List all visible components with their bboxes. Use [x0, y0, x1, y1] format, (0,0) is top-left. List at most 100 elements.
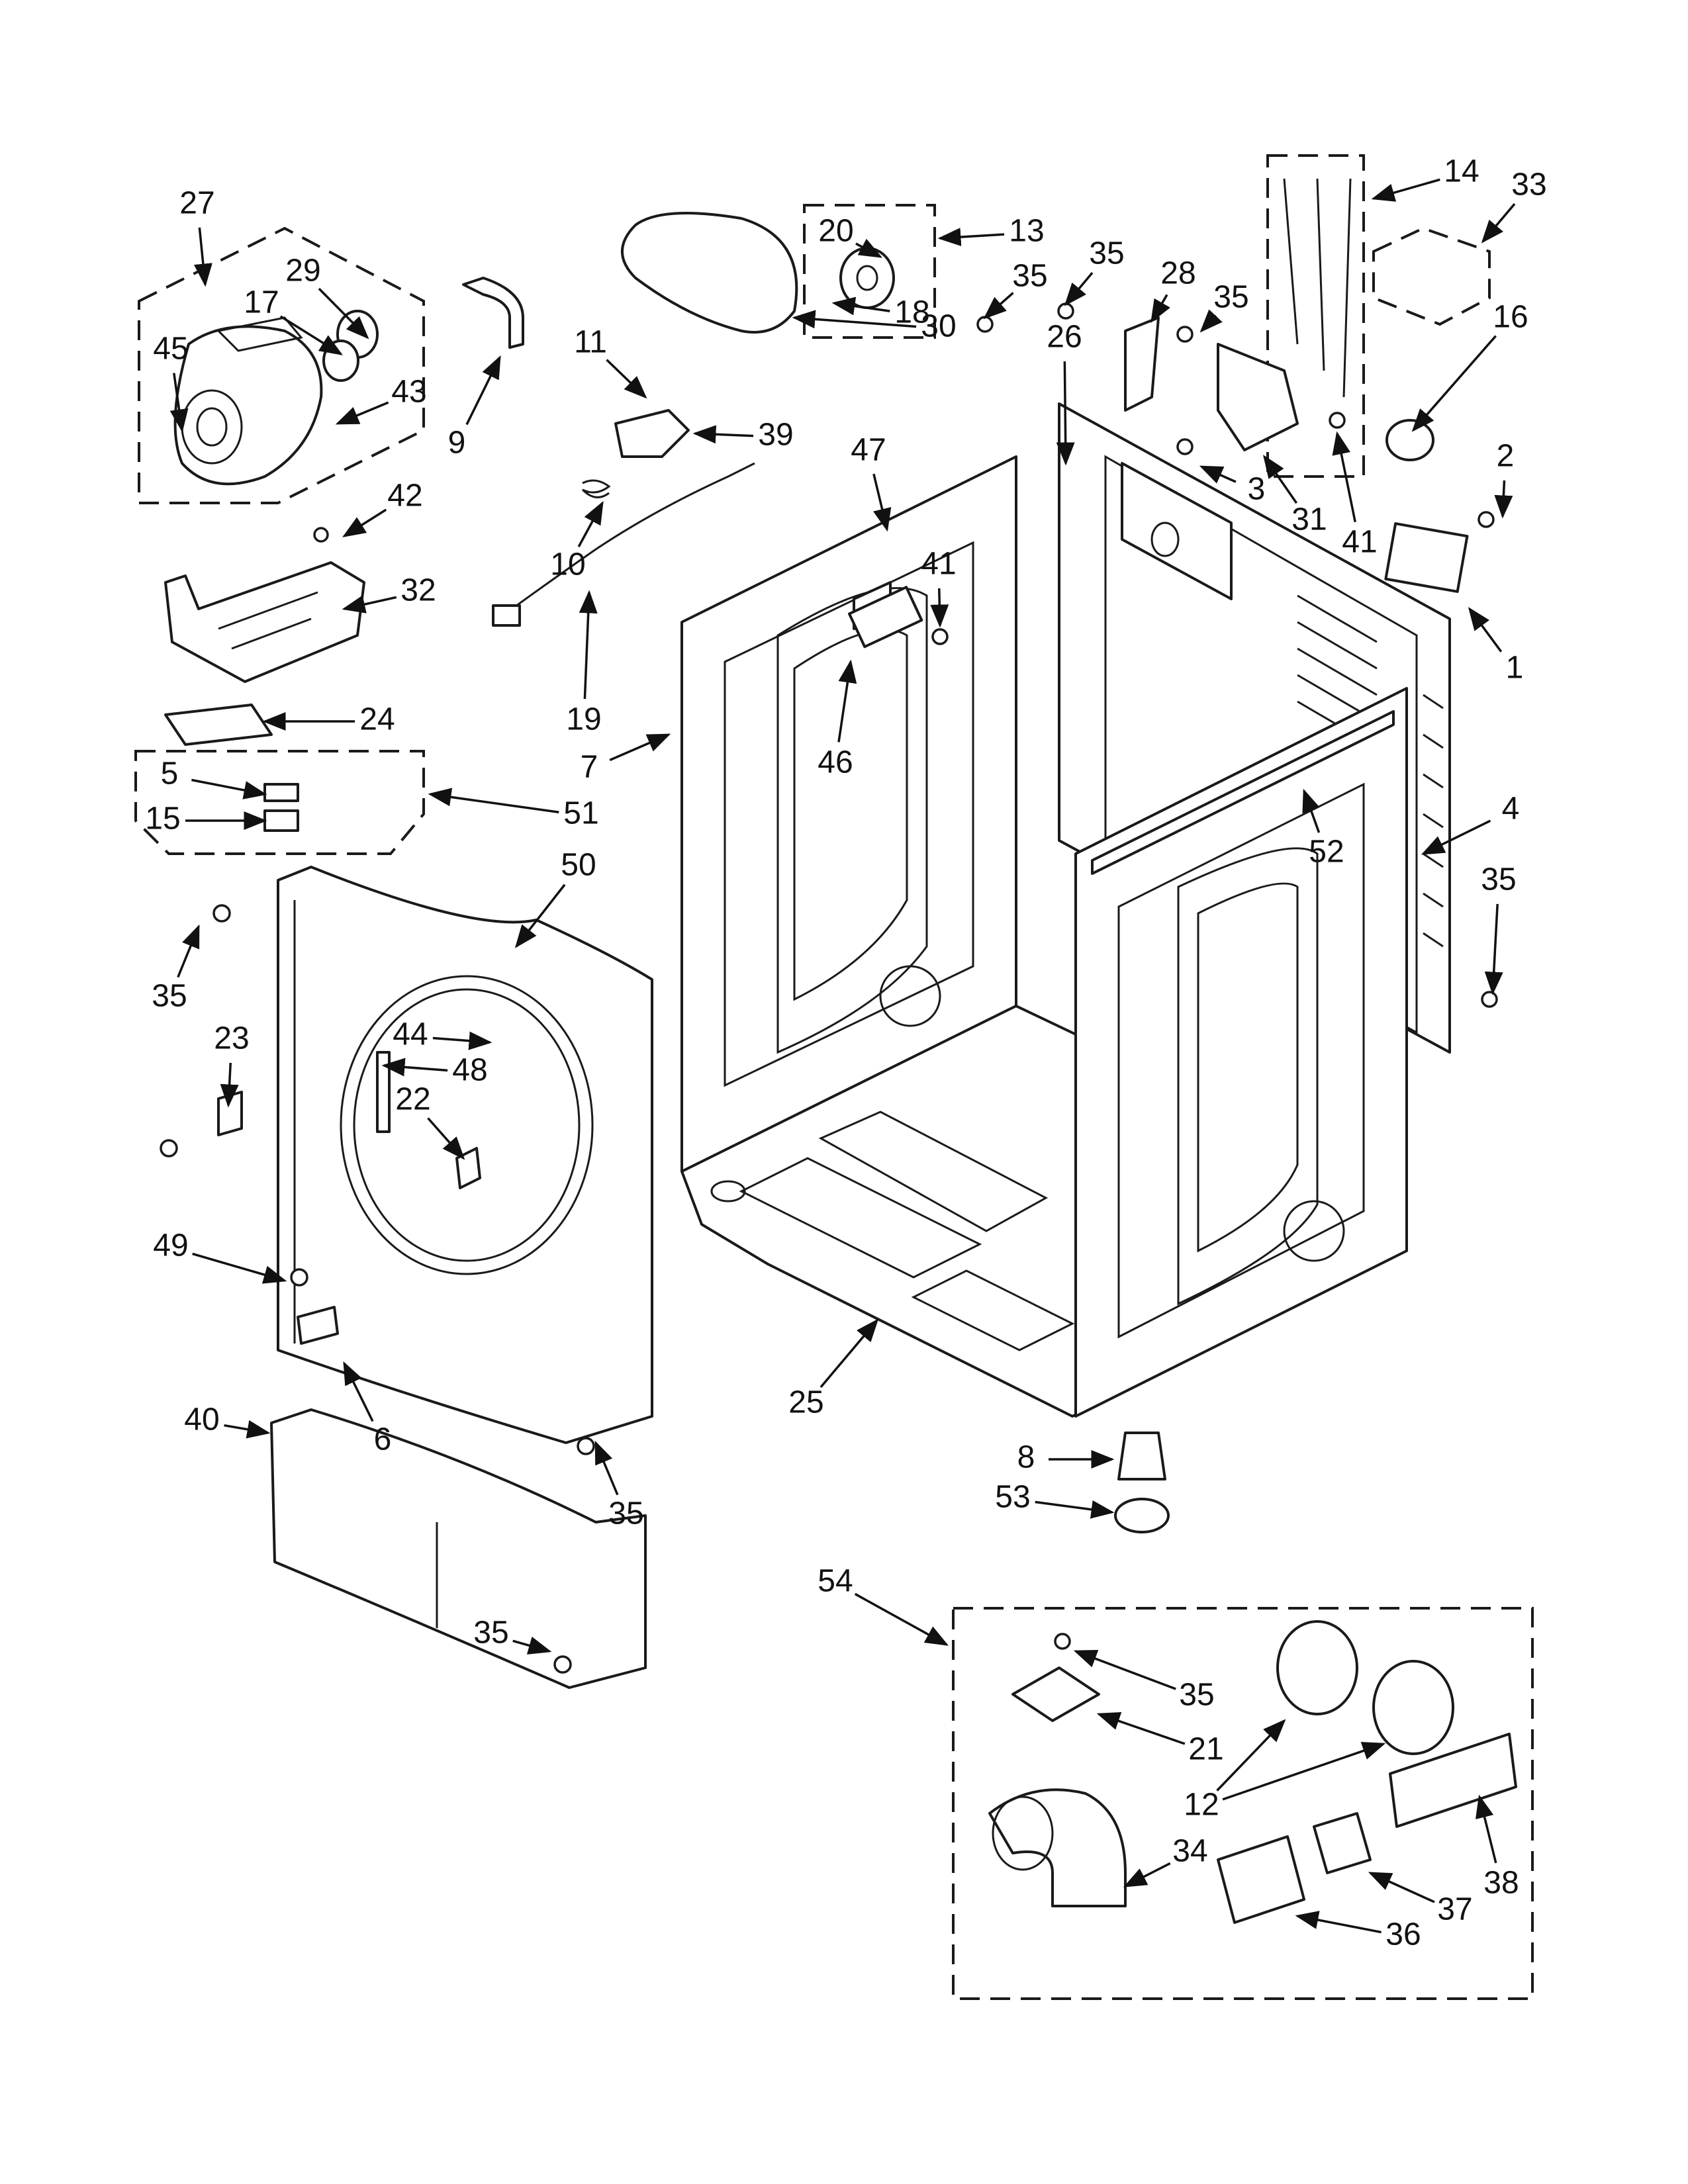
control-bracket: [847, 586, 923, 649]
callout-34: 34: [1172, 1834, 1207, 1869]
leader-line-21: [1096, 1712, 1186, 1745]
leader-line-30: [792, 310, 917, 329]
leader-line-16: [1411, 335, 1497, 432]
leader-line-34: [1123, 1862, 1171, 1888]
callout-35f: 35: [1213, 280, 1248, 315]
leader-line-19: [579, 590, 598, 700]
terminal-block: [1217, 343, 1299, 451]
callout-35e: 35: [1089, 236, 1124, 271]
vent-duct-long: [1389, 1733, 1517, 1828]
vent-plate: [1011, 1666, 1100, 1722]
callout-6: 6: [374, 1422, 392, 1457]
cabinet-right-side-panel: [1074, 687, 1408, 1418]
leader-line-28: [1150, 294, 1170, 324]
leader-line-35a: [177, 924, 200, 978]
vent-hood-b: [1372, 1660, 1454, 1755]
electrical-components: [847, 178, 1469, 649]
leader-line-41a: [1332, 431, 1356, 523]
screw: [1481, 991, 1498, 1008]
callout-47: 47: [851, 433, 886, 468]
leader-line-32: [342, 595, 397, 614]
leader-line-27: [193, 227, 212, 287]
callout-51: 51: [563, 796, 598, 831]
screw: [1477, 511, 1495, 528]
terminal-leads: [1283, 178, 1352, 398]
callout-25: 25: [788, 1385, 823, 1420]
toe-kick-panel: [270, 1408, 647, 1689]
screw: [1329, 412, 1346, 429]
pulley-kit-boundary: [803, 204, 936, 339]
drive-components: [164, 212, 895, 832]
leader-line-49: [192, 1252, 287, 1284]
callout-19: 19: [566, 702, 601, 737]
callout-14: 14: [1444, 154, 1479, 189]
screw: [160, 1139, 178, 1158]
top-seal-strip: [1091, 710, 1395, 875]
leader-line-11: [606, 359, 647, 399]
door-catch: [297, 1306, 339, 1345]
leader-line-1: [1468, 607, 1503, 653]
leader-line-37: [1368, 1872, 1435, 1903]
callout-31: 31: [1291, 502, 1327, 537]
leader-line-46: [837, 659, 857, 743]
callout-43: 43: [391, 375, 426, 410]
cabinet-assembly: [680, 402, 1451, 1418]
thermal-fuse: [263, 783, 299, 802]
screws: [160, 302, 1498, 1674]
callout-39: 39: [758, 418, 793, 453]
callout-40: 40: [184, 1402, 219, 1437]
screw: [931, 628, 949, 645]
leg-cap: [1114, 1498, 1170, 1533]
vent-hood-a: [1276, 1620, 1358, 1715]
leader-line-23: [220, 1062, 239, 1108]
callout-42: 42: [387, 478, 422, 514]
callout-22: 22: [395, 1082, 430, 1117]
access-cover: [1384, 522, 1469, 593]
screw: [976, 316, 994, 333]
callout-20: 20: [818, 214, 853, 249]
leader-line-4: [1421, 819, 1491, 855]
leader-line-35h: [1073, 1650, 1176, 1690]
callout-48: 48: [452, 1053, 487, 1088]
callout-41a: 41: [1342, 525, 1377, 560]
callout-35h: 35: [1179, 1678, 1214, 1713]
leader-line-35g: [1484, 903, 1503, 995]
callout-24: 24: [359, 702, 395, 737]
callout-17: 17: [244, 285, 279, 320]
callout-35b: 35: [608, 1496, 643, 1531]
vent-elbow: [988, 1788, 1127, 1907]
cover-kit-boundary: [1372, 226, 1491, 326]
drive-belt: [621, 212, 798, 334]
callout-8: 8: [1017, 1440, 1035, 1475]
callout-15: 15: [145, 801, 180, 837]
leader-line-20: [855, 238, 883, 258]
leader-line-3: [1199, 465, 1237, 484]
leader-line-17: [279, 315, 343, 355]
leader-line-40: [224, 1420, 271, 1439]
callout-10: 10: [550, 547, 585, 582]
callout-4: 4: [1502, 792, 1520, 827]
callout-11: 11: [574, 325, 607, 360]
leader-line-29: [318, 287, 369, 340]
leader-line-35c: [512, 1636, 552, 1655]
screw: [1057, 302, 1074, 320]
callout-35c: 35: [473, 1615, 508, 1651]
screw: [1176, 326, 1194, 343]
front-panel-slot: [376, 1051, 391, 1133]
leader-line-12: [1216, 1719, 1286, 1792]
leader-line-50: [514, 884, 566, 948]
leader-line-45: [169, 373, 189, 433]
callout-leaders: [169, 178, 1516, 1934]
callout-32: 32: [400, 573, 436, 608]
switch-kit-boundary: [134, 750, 425, 855]
leader-line-22: [427, 1117, 465, 1160]
leader-line-35e: [1064, 271, 1094, 306]
callout-18: 18: [894, 295, 929, 330]
vent-coupler: [1313, 1812, 1372, 1874]
vent-kit-components: [988, 1620, 1517, 1924]
screw: [577, 1437, 595, 1455]
leader-line-39: [692, 425, 754, 444]
drive-motor: [173, 325, 323, 486]
